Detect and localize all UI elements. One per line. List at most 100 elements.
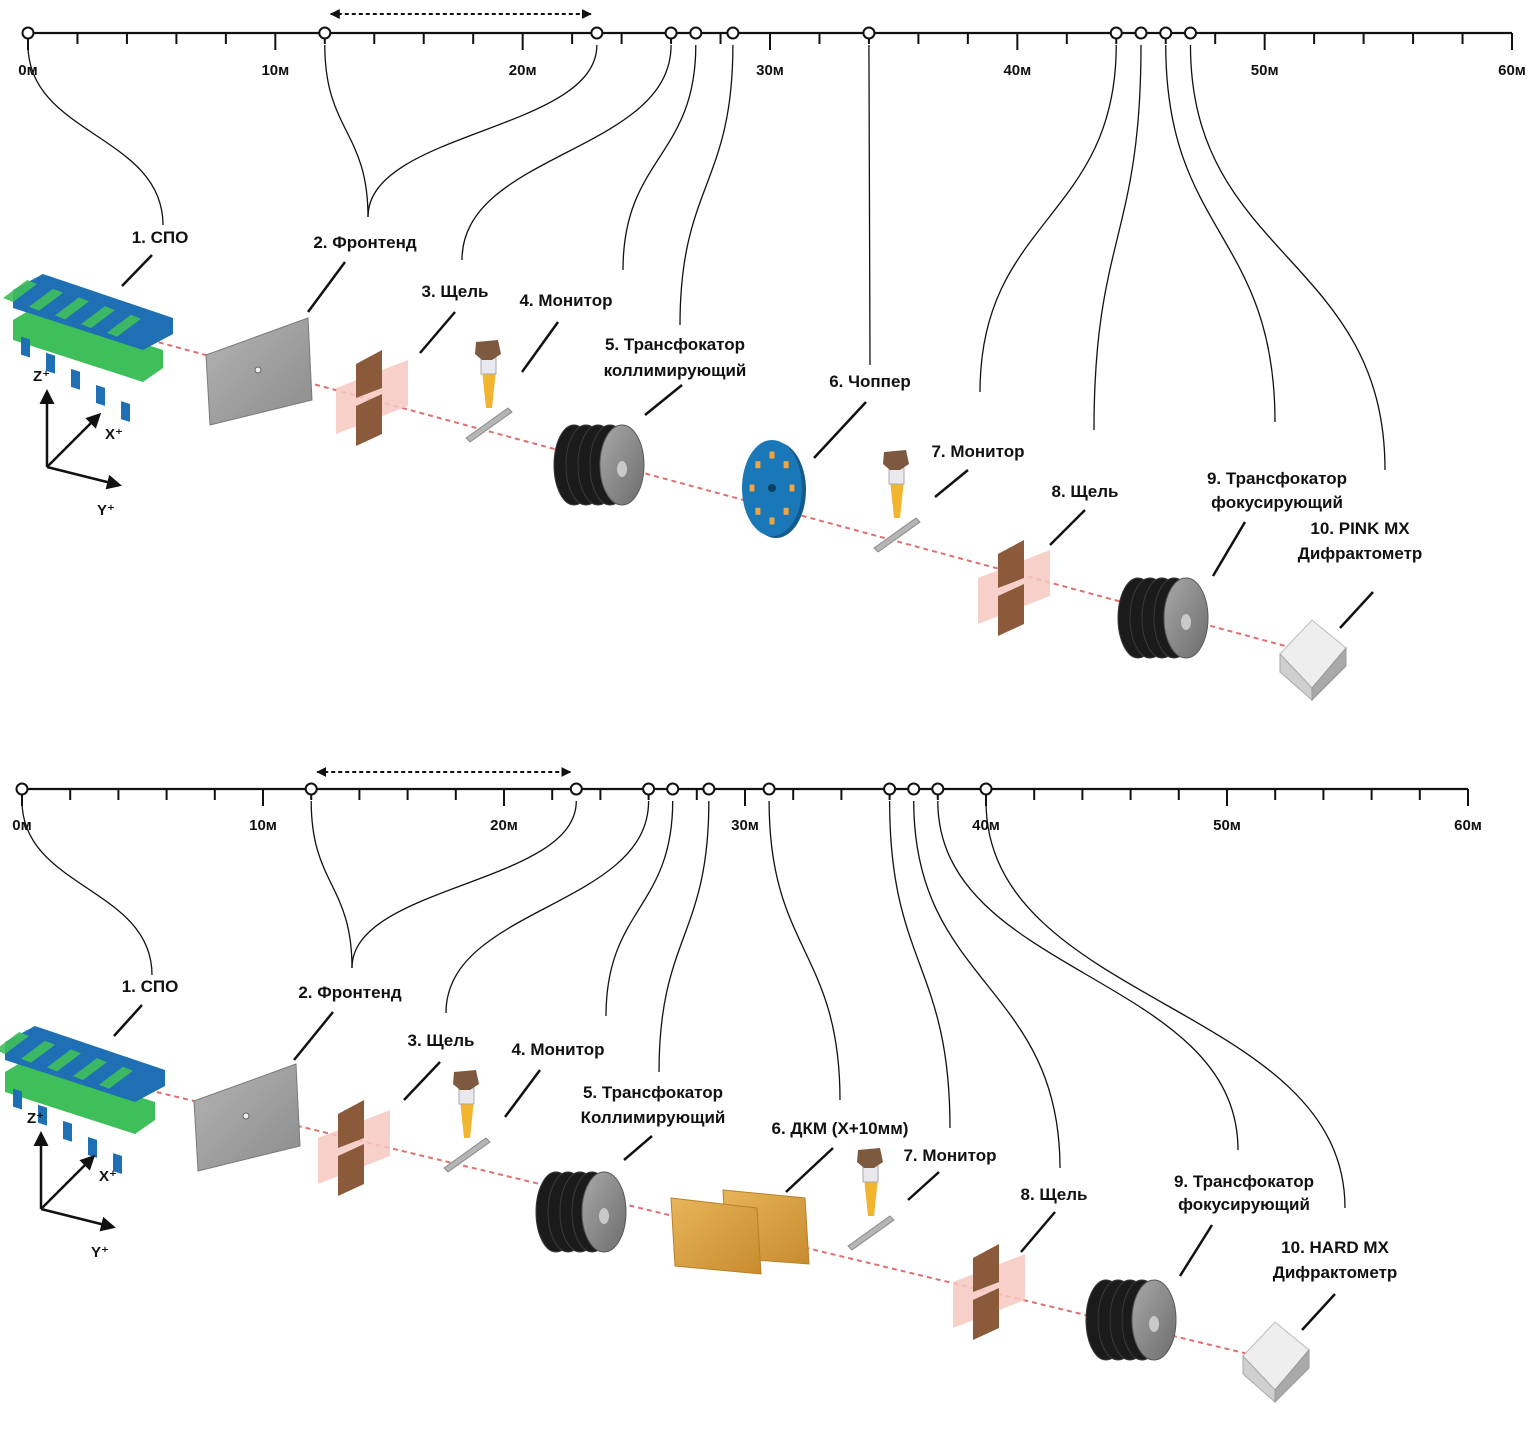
slit-icon (318, 1100, 390, 1196)
monitor-head (475, 340, 501, 360)
beam-monitor-icon (443, 1070, 491, 1173)
mirror-stripe (107, 314, 141, 337)
component-mirror-1[interactable]: 1. СПО (3, 228, 189, 423)
ruler-tick-label: 10м (261, 62, 289, 79)
position-marker[interactable] (666, 782, 680, 796)
position-leader-curve (27, 44, 164, 226)
position-marker[interactable] (21, 26, 35, 40)
monitor-tip (890, 480, 904, 518)
component-leader-line (419, 311, 456, 354)
position-marker[interactable] (590, 26, 604, 40)
x-axis-arrow (40, 1154, 96, 1210)
ruler-tick-label: 40м (972, 817, 1000, 834)
chopper-slot (783, 507, 789, 515)
position-marker[interactable] (979, 782, 993, 796)
diffractometer-side-right (1311, 646, 1347, 702)
component-label: 1. СПО (122, 977, 179, 996)
position-marker[interactable] (318, 26, 332, 40)
component-monitor-7[interactable]: 7. Монитор (847, 1146, 997, 1251)
position-marker[interactable] (702, 782, 716, 796)
dcm-crystal-front (670, 1197, 762, 1275)
component-leader-line (1178, 1224, 1214, 1277)
component-frontend-2[interactable]: 2. Фронтенд (193, 983, 402, 1172)
component-slit-8[interactable]: 8. Щель (953, 1185, 1087, 1340)
component-leader-line (121, 254, 153, 287)
component-leader-line (907, 1171, 940, 1201)
position-marker[interactable] (862, 26, 876, 40)
chopper-slot (783, 461, 789, 469)
monitor-foil (873, 517, 921, 553)
mirror-stripe (71, 368, 80, 390)
component-label: 2. Фронтенд (298, 983, 401, 1002)
component-label: 1. СПО (132, 228, 189, 247)
component-dcm-6[interactable]: 6. ДКМ (X+10мм) (670, 1119, 909, 1275)
position-marker[interactable] (883, 782, 897, 796)
component-slit-3[interactable]: 3. Щель (336, 282, 488, 446)
component-label: 5. Трансфокатор (605, 335, 745, 354)
component-chopper-6[interactable]: 6. Чоппер (742, 372, 911, 538)
mirror-stripe (47, 1049, 81, 1072)
position-marker[interactable] (304, 782, 318, 796)
position-marker[interactable] (726, 26, 740, 40)
position-marker[interactable] (642, 782, 656, 796)
component-label: 8. Щель (1021, 1185, 1088, 1204)
position-leader-curve (679, 44, 734, 326)
position-marker[interactable] (689, 26, 703, 40)
ruler-tick-label: 60м (1498, 62, 1526, 79)
position-marker[interactable] (931, 782, 945, 796)
component-monitor-4[interactable]: 4. Монитор (443, 1040, 605, 1173)
slit-frame (318, 1110, 390, 1184)
component-monitor-7[interactable]: 7. Монитор (873, 442, 1025, 553)
component-label: 7. Монитор (903, 1146, 996, 1165)
component-leader-line (934, 469, 969, 498)
component-leader-line (1211, 521, 1247, 577)
y-axis-arrow (40, 1207, 116, 1232)
slit-blade-top (338, 1100, 364, 1148)
coordinate-axes: Z⁺X⁺Y⁺ (33, 368, 123, 519)
position-leader-curve (658, 800, 710, 1073)
component-label: 5. Трансфокатор (583, 1083, 723, 1102)
position-leader-curve (605, 800, 674, 1017)
position-marker[interactable] (1134, 26, 1148, 40)
component-frontend-2[interactable]: 2. Фронтенд (205, 233, 417, 426)
component-mirror-1[interactable]: 1. СПО (0, 977, 179, 1175)
component-label: 6. ДКМ (X+10мм) (772, 1119, 909, 1138)
transfocator-lens-stack-icon (1117, 577, 1209, 659)
ruler-tick-label: 40м (1003, 62, 1031, 79)
frontend-aperture (242, 1112, 250, 1120)
position-marker[interactable] (1109, 26, 1123, 40)
component-slit-3[interactable]: 3. Щель (318, 1031, 474, 1196)
transfocator-lens-stack-icon (1085, 1279, 1177, 1361)
component-slit-8[interactable]: 8. Щель (978, 482, 1118, 636)
mirror-stripe (21, 1040, 55, 1063)
mirror-spo-icon (0, 1026, 165, 1175)
monitor-body (888, 467, 905, 485)
position-marker[interactable] (569, 782, 583, 796)
leader-curves (21, 800, 1346, 1209)
position-marker[interactable] (1183, 26, 1197, 40)
ruler-tick-label: 10м (249, 817, 277, 834)
position-leader-curve (310, 800, 353, 969)
position-marker[interactable] (664, 26, 678, 40)
position-leader-curve (913, 800, 1061, 1169)
chopper-slot (789, 484, 795, 492)
position-marker[interactable] (1159, 26, 1173, 40)
position-marker[interactable] (907, 782, 921, 796)
component-monitor-4[interactable]: 4. Монитор (465, 291, 613, 443)
position-marker[interactable] (762, 782, 776, 796)
component-leader-line (644, 384, 683, 416)
y-axis-label: Y⁺ (97, 502, 115, 519)
mirror-stripe (63, 1120, 72, 1142)
position-marker[interactable] (15, 782, 29, 796)
ruler-tick-label: 50м (1251, 62, 1279, 79)
chopper-slot (749, 484, 755, 492)
